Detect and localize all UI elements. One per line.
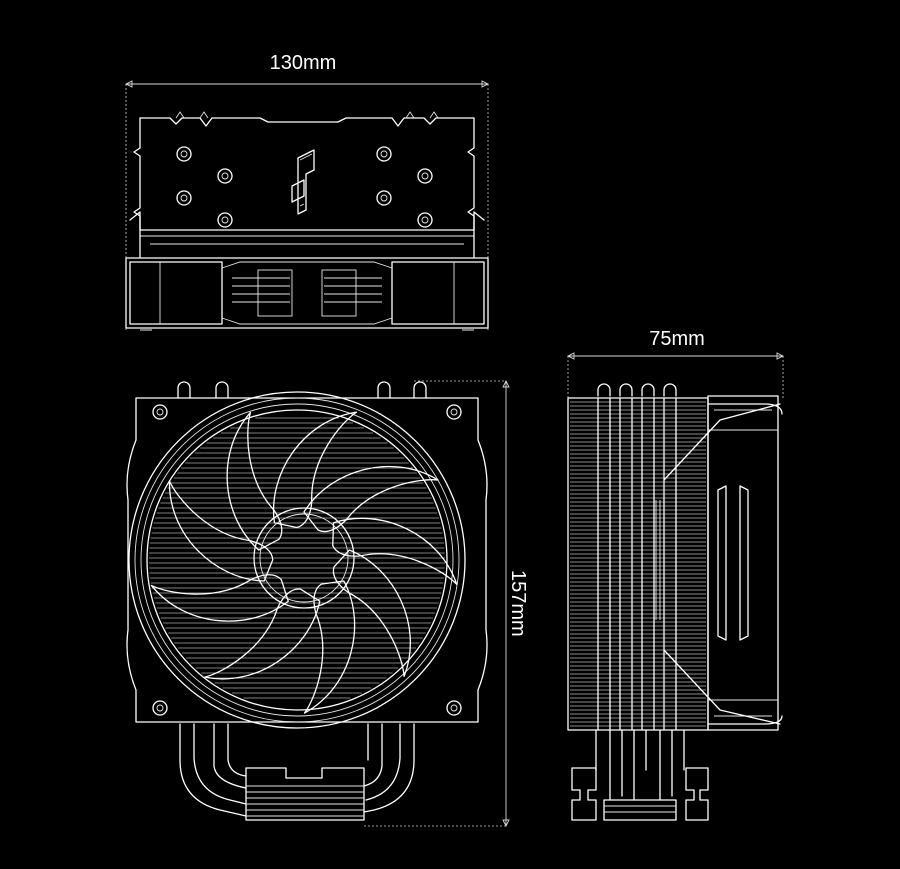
fan-blade <box>332 549 411 678</box>
width-dimension: 130mm <box>124 52 490 330</box>
heatpipes-base-side <box>571 729 709 821</box>
fan-blade <box>272 411 358 529</box>
fan-blade <box>303 465 439 533</box>
fan-clips-top <box>129 211 485 259</box>
fan-hub <box>253 507 355 609</box>
heatpipe-tips-side <box>597 383 677 397</box>
clip-bar <box>655 500 661 620</box>
front-view: 157mm <box>126 379 529 828</box>
depth-label: 75mm <box>649 328 705 350</box>
width-label: 130mm <box>270 52 337 74</box>
fan-blade <box>204 588 321 680</box>
heatsink-fins-front <box>149 417 445 699</box>
heatpipe-caps <box>176 146 433 228</box>
fan-clip-wires <box>663 403 781 725</box>
side-view: 75mm <box>566 328 785 821</box>
fan-frame-front <box>126 397 488 723</box>
height-dimension: 157mm <box>364 379 529 828</box>
fan-corner-screws <box>152 404 462 716</box>
fin-stack-side <box>567 397 709 731</box>
brand-logo <box>291 149 315 215</box>
fan-side <box>707 395 783 731</box>
depth-dimension: 75mm <box>566 328 785 398</box>
top-view: 130mm <box>124 52 490 331</box>
height-label: 157mm <box>507 570 529 637</box>
fan-blades <box>150 411 458 714</box>
heatpipes-side <box>597 397 677 731</box>
heatpipe-tips-front <box>177 381 427 399</box>
fin-lines-side <box>570 401 706 727</box>
fan-blade <box>226 411 283 551</box>
top-plate <box>133 117 475 231</box>
fan-frames-top <box>125 257 489 331</box>
fan-ring <box>128 391 466 729</box>
heatpipes-base-front <box>179 723 415 821</box>
